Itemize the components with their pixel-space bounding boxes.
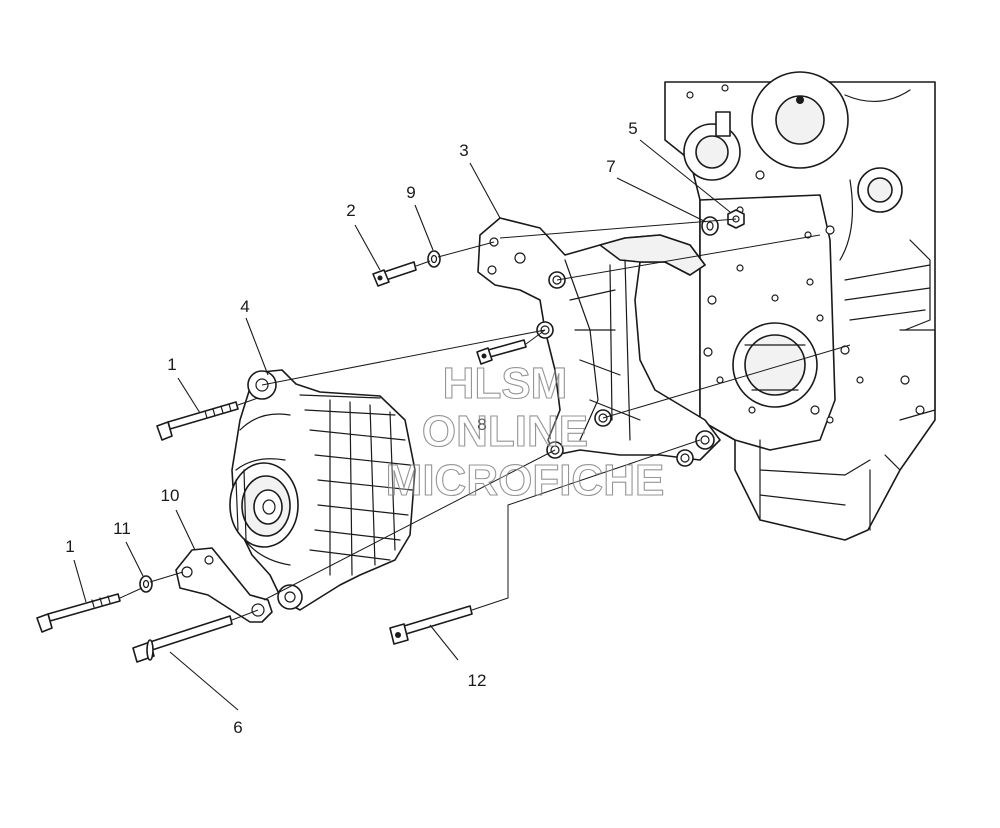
callout-8: 8: [477, 415, 486, 434]
bolt-1-lower: [36, 593, 121, 633]
callout-6: 6: [233, 718, 242, 737]
bolt-6: [132, 615, 233, 663]
assembly-lines: [119, 218, 851, 621]
callout-3: 3: [459, 141, 468, 160]
callout-2: 2: [346, 201, 355, 220]
callout-11: 11: [113, 519, 131, 538]
callout-4: 4: [240, 297, 249, 316]
callout-labels: 1 1 2 3 4 5 6 7 8 9 10 11 12: [65, 119, 637, 737]
washer-7: [701, 216, 719, 236]
bolt-8: [476, 339, 527, 365]
bolt-2: [372, 261, 417, 287]
washer-9: [427, 250, 441, 268]
adjusting-bracket-10: [175, 547, 273, 623]
washer-11: [139, 575, 153, 593]
watermark-line-2: ONLINE: [422, 407, 588, 456]
callout-9: 9: [406, 183, 415, 202]
callout-leaders: [73, 139, 731, 711]
callout-1-lower: 1: [65, 537, 74, 556]
callout-12: 12: [468, 671, 487, 690]
callout-7: 7: [606, 157, 615, 176]
watermark: HLSM ONLINE MICROFICHE: [385, 358, 665, 505]
watermark-line-3: MICROFICHE: [386, 456, 665, 505]
callout-10: 10: [161, 486, 180, 505]
callout-1-upper: 1: [167, 355, 176, 374]
watermark-line-1: HLSM: [443, 359, 568, 408]
alternator-4: [229, 369, 416, 611]
bolt-12: [389, 605, 473, 645]
engine-block: [664, 71, 936, 541]
mounting-bracket-3: [477, 217, 721, 467]
bolt-1-upper: [156, 401, 239, 441]
callout-5: 5: [628, 119, 637, 138]
